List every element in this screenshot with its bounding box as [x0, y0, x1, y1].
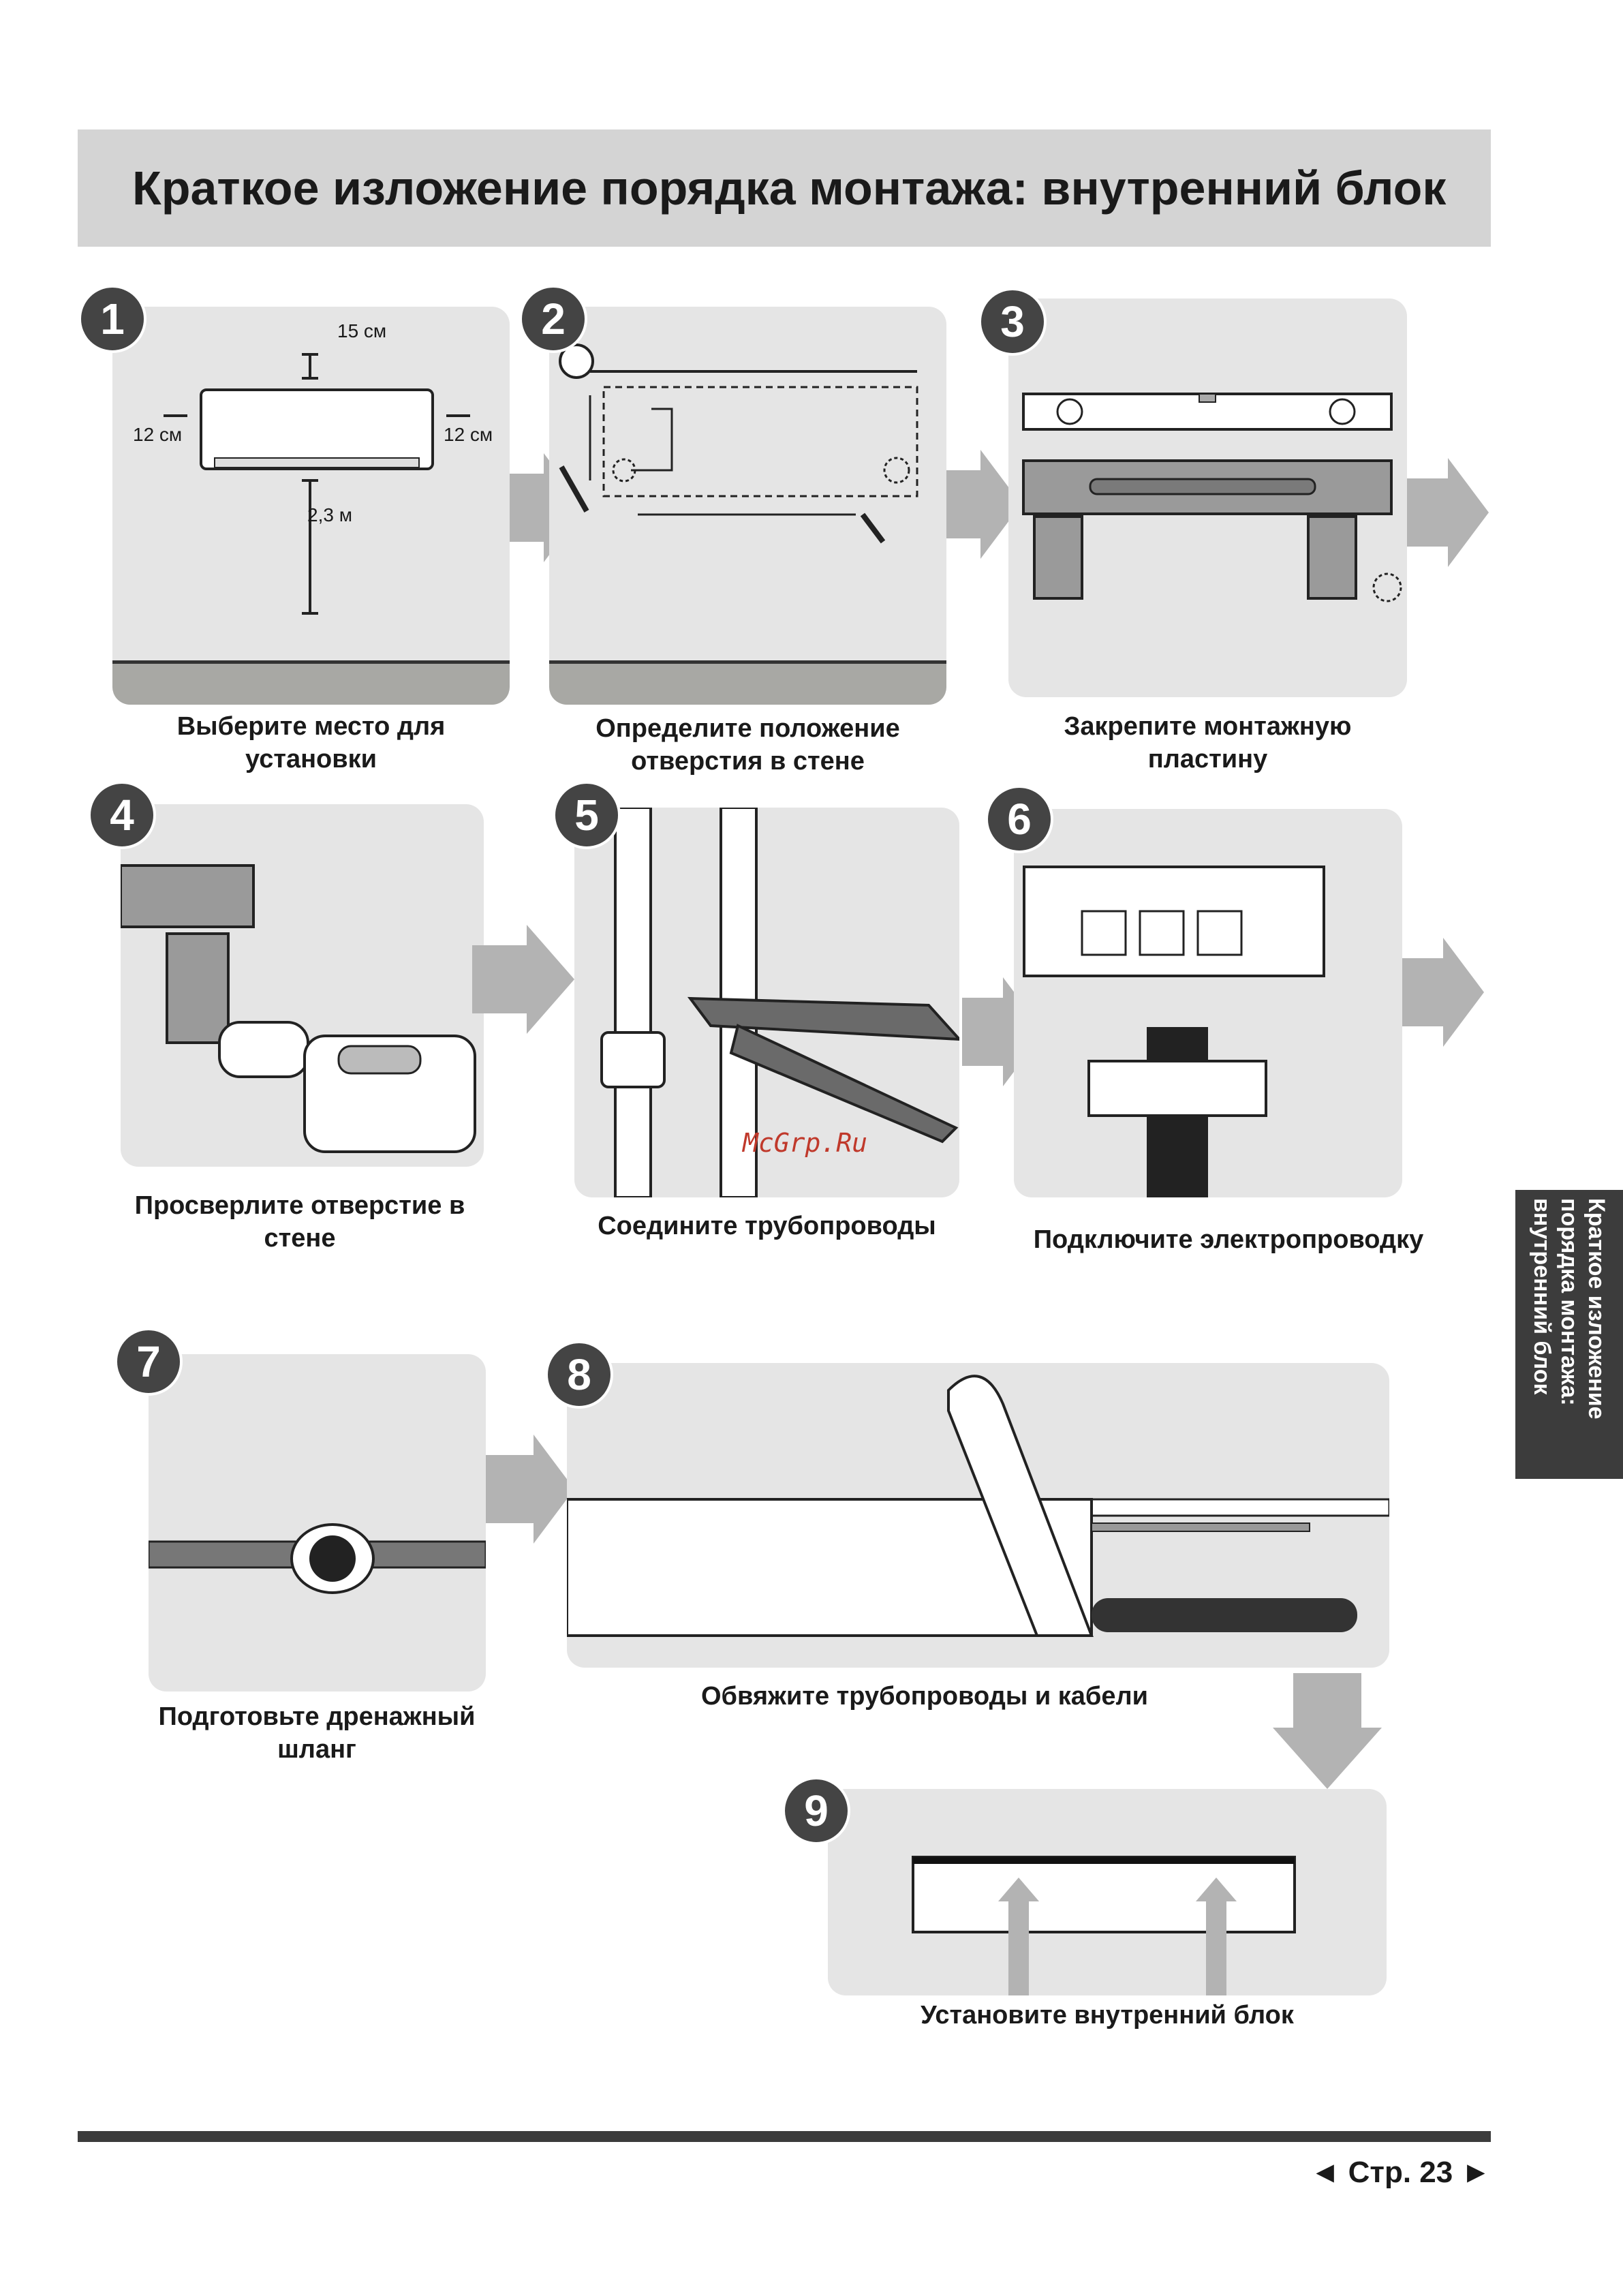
dim-top-label: 15 см — [337, 320, 387, 341]
watermark: McGrp.Ru — [743, 1128, 868, 1158]
page-number: ◄ Стр. 23 ► — [1310, 2156, 1491, 2189]
footer-rule — [78, 2131, 1491, 2142]
arrow-right-3 — [1407, 458, 1489, 567]
step-8-panel — [567, 1363, 1389, 1668]
dim-left-label: 12 см — [133, 424, 183, 445]
side-tab-label: Краткое изложение порядка монтажа: внутр… — [1529, 1198, 1609, 1420]
step-2-caption: Определите положение отверстия в стене — [596, 714, 900, 776]
step-1-caption: Выберите место для установки — [176, 712, 446, 774]
step-3-illustration — [1022, 393, 1402, 602]
arrow-right-6 — [1402, 938, 1484, 1047]
step-2-illustration — [559, 343, 918, 544]
step-9-panel — [828, 1789, 1387, 1995]
step-7-badge: 7 — [114, 1328, 183, 1396]
floor — [549, 660, 946, 705]
step-6-badge: 6 — [985, 785, 1053, 853]
step-7-illustration — [149, 1523, 486, 1594]
step-7-panel — [149, 1354, 486, 1692]
dim-right-label: 12 см — [444, 424, 493, 445]
step-6-panel — [1014, 809, 1402, 1197]
step-4-illustration — [121, 864, 476, 1153]
step-4-caption: Просверлите отверстие в стене — [134, 1191, 465, 1253]
arrow-down-8 — [1273, 1673, 1382, 1789]
step-4-badge: 4 — [88, 781, 156, 849]
page-title: Краткое изложение порядка монтажа: внутр… — [132, 162, 1447, 215]
step-5-panel — [574, 808, 959, 1197]
step-5-illustration — [600, 808, 959, 1197]
step-6-caption: Подключите электропроводку — [1033, 1225, 1424, 1254]
step-9-illustration — [912, 1856, 1296, 1995]
step-4-panel — [121, 804, 484, 1167]
step-5-badge: 5 — [553, 781, 621, 849]
title-band: Краткое изложение порядка монтажа: внутр… — [78, 129, 1491, 247]
step-5-caption: Соедините трубопроводы — [598, 1212, 936, 1240]
step-1-panel: 15 см 12 см 12 см 2,3 м — [112, 307, 510, 705]
step-8-badge: 8 — [545, 1341, 613, 1409]
step-1-illustration — [164, 353, 470, 615]
step-9-caption: Установите внутренний блок — [921, 2001, 1294, 2030]
step-3-caption: Закрепите монтажную пластину — [1064, 712, 1352, 774]
step-2-badge: 2 — [519, 285, 587, 353]
step-8-illustration — [567, 1375, 1389, 1637]
step-7-caption: Подготовьте дренажный шланг — [158, 1702, 476, 1764]
step-1-badge: 1 — [78, 285, 146, 353]
step-8-caption: Обвяжите трубопроводы и кабели — [700, 1682, 1149, 1711]
step-3-panel — [1008, 299, 1407, 697]
step-3-badge: 3 — [978, 288, 1047, 356]
step-6-illustration — [1023, 866, 1325, 1197]
side-section-tab: Краткое изложение порядка монтажа: внутр… — [1515, 1190, 1623, 1479]
step-9-badge: 9 — [782, 1777, 850, 1845]
arrow-right-4 — [472, 925, 574, 1034]
floor — [112, 660, 510, 705]
arrow-right-2 — [946, 450, 1021, 559]
dim-bottom-label: 2,3 м — [307, 504, 352, 525]
arrow-right-7 — [486, 1435, 574, 1544]
arrow-right-1 — [510, 453, 585, 562]
step-2-panel — [549, 307, 946, 705]
